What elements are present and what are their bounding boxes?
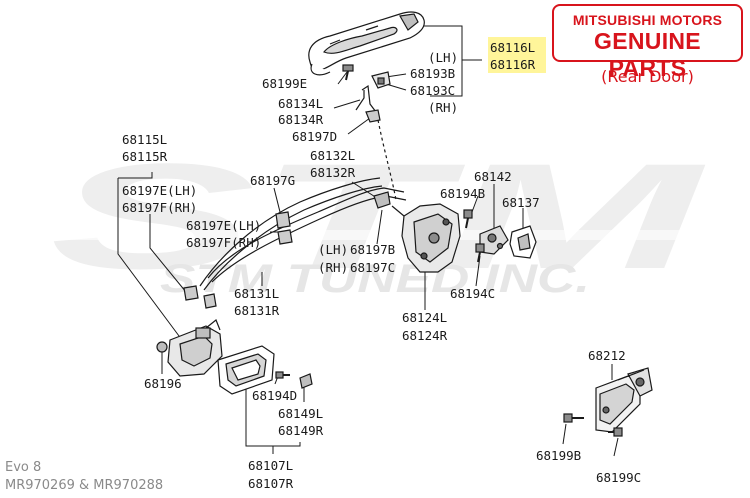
cap-68149: [299, 373, 313, 389]
label-68137: 68137: [502, 195, 540, 210]
callout-labels: (LH) 68116L 68116R 68193B 68193C (RH) 68…: [122, 40, 641, 491]
label-68149l: 68149L: [278, 406, 323, 421]
rod-68134: [355, 84, 377, 113]
label-68199e: 68199E: [262, 76, 307, 91]
label-68134l: 68134L: [278, 96, 323, 111]
label-68134r: 68134R: [278, 112, 324, 127]
watermark-tagline: STM TUNED INC.: [160, 257, 590, 301]
door-latch-68124: [391, 203, 461, 273]
label-68197g: 68197G: [250, 173, 295, 188]
clip-68197g: [275, 211, 293, 245]
label-68115l: 68115L: [122, 132, 167, 147]
clip-68197bc: [373, 191, 391, 209]
label-68194c: 68194C: [450, 286, 495, 301]
watermark-brand: STM: [50, 132, 706, 300]
parts-drawings: [156, 11, 653, 437]
badge-title: GENUINE PARTS: [594, 28, 701, 81]
bracket-68193: [371, 71, 391, 89]
label-68197b: 68197B: [350, 242, 395, 257]
label-68197f-rh-left: 68197F(RH): [122, 200, 197, 215]
stm-watermark: STM STM TUNED INC.: [30, 132, 720, 301]
label-68132l: 68132L: [310, 148, 355, 163]
outer-door-handle: [308, 11, 425, 76]
striker-68142: [479, 225, 509, 255]
label-68107r: 68107R: [248, 476, 294, 491]
badge-brand: MITSUBISHI MOTORS: [572, 12, 723, 28]
label-68193b: 68193B: [410, 66, 455, 81]
label-68115r: 68115R: [122, 149, 168, 164]
part-number-highlight: [488, 37, 546, 73]
footer-part-numbers: MR970269 & MR970288: [5, 478, 164, 493]
screw-68194b: [463, 209, 473, 229]
label-68131r: 68131R: [234, 303, 280, 318]
label-68193c: 68193C: [410, 83, 455, 98]
bolt-68199b: [563, 413, 584, 423]
screw-68194d: [275, 371, 290, 379]
label-68107l: 68107L: [248, 458, 293, 473]
door-check-68212: [595, 367, 653, 433]
label-68196: 68196: [144, 376, 182, 391]
clip-68197d: [365, 109, 381, 123]
gasket-68137: [509, 225, 537, 259]
screw-68199e: [342, 64, 354, 81]
label-68197e-lh-left: 68197E(LH): [122, 183, 197, 198]
label-68116l: 68116L: [490, 40, 535, 55]
label-68131l: 68131L: [234, 286, 279, 301]
label-68142: 68142: [474, 169, 512, 184]
label-lh-handle: (LH): [428, 50, 458, 65]
bolt-68199c: [608, 427, 623, 437]
label-68116r: 68116R: [490, 57, 536, 72]
label-68132r: 68132R: [310, 165, 356, 180]
genuine-parts-badge: MITSUBISHI MOTORS GENUINE PARTS: [552, 4, 743, 81]
label-68124r: 68124R: [402, 328, 448, 343]
inner-handle-68115: [167, 319, 223, 377]
label-rh-latch: (RH): [318, 260, 348, 275]
screw-68194c: [475, 243, 485, 263]
label-lh-latch: (LH): [318, 242, 348, 257]
label-68124l: 68124L: [402, 310, 447, 325]
label-68197f-rh-mid: 68197F(RH): [186, 235, 261, 250]
plug-68196: [156, 341, 168, 353]
label-rh-handle: (RH): [428, 100, 458, 115]
label-68197d: 68197D: [292, 129, 337, 144]
label-68197e-lh-mid: 68197E(LH): [186, 218, 261, 233]
label-68197c: 68197C: [350, 260, 395, 275]
clip-68197ef-left: [183, 285, 217, 309]
label-68194b: 68194B: [440, 186, 485, 201]
label-68199c: 68199C: [596, 470, 641, 485]
label-68194d: 68194D: [252, 388, 297, 403]
cables: [199, 177, 407, 291]
diagram-subtitle: (Rear Door): [601, 67, 694, 86]
label-68212: 68212: [588, 348, 626, 363]
escutcheon-68107: [217, 345, 275, 395]
label-68199b: 68199B: [536, 448, 581, 463]
label-68149r: 68149R: [278, 423, 324, 438]
footer-model: Evo 8: [5, 460, 42, 475]
